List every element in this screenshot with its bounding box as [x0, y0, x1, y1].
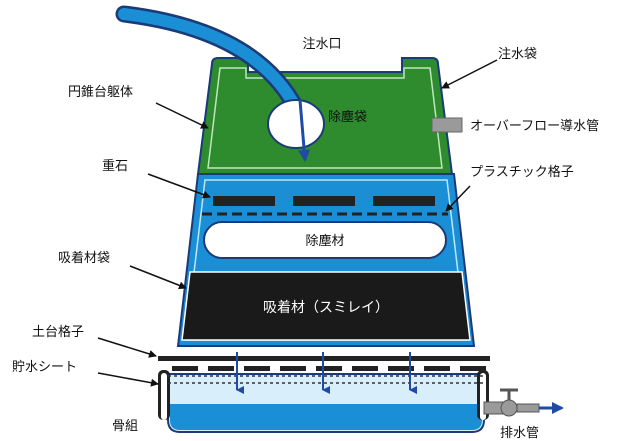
weight-stones: [213, 196, 435, 206]
label-body: 円錐台躯体: [68, 84, 133, 100]
label-base-grid: 土台格子: [32, 324, 84, 340]
label-water-bag: 注水袋: [498, 47, 537, 62]
dust-material-shape: [203, 221, 447, 259]
leader-lines: [97, 59, 498, 387]
label-adsorbent: 吸着材（スミレイ）: [263, 300, 389, 316]
label-adsorbent-bag: 吸着材袋: [58, 250, 110, 266]
water-storage-tank: [167, 373, 485, 433]
label-frame: 骨組: [112, 419, 138, 434]
inlet-pipe: [115, 5, 305, 117]
water-bag-green: [196, 57, 454, 175]
label-dust-bag: 除塵袋: [328, 110, 367, 125]
label-dust-material: 除塵材: [305, 234, 344, 249]
label-plastic-grid: プラスチック格子: [470, 164, 574, 180]
adsorbent-shape: [181, 271, 471, 341]
label-overflow-pipe: オーバーフロー導水管: [470, 119, 599, 134]
label-water-sheet: 貯水シート: [12, 360, 77, 375]
label-drain-pipe: 排水管: [500, 426, 539, 441]
label-inlet: 注水口: [302, 37, 341, 52]
water-sheet-lines: [168, 375, 484, 384]
drain-pipe-shape: [483, 388, 564, 417]
label-weight-stone: 重石: [102, 158, 128, 174]
overflow-pipe-shape: [431, 117, 463, 133]
flow-arrows-down: [236, 352, 417, 394]
inflow-arrow: [298, 99, 311, 162]
dust-bag-shape: [267, 99, 325, 149]
